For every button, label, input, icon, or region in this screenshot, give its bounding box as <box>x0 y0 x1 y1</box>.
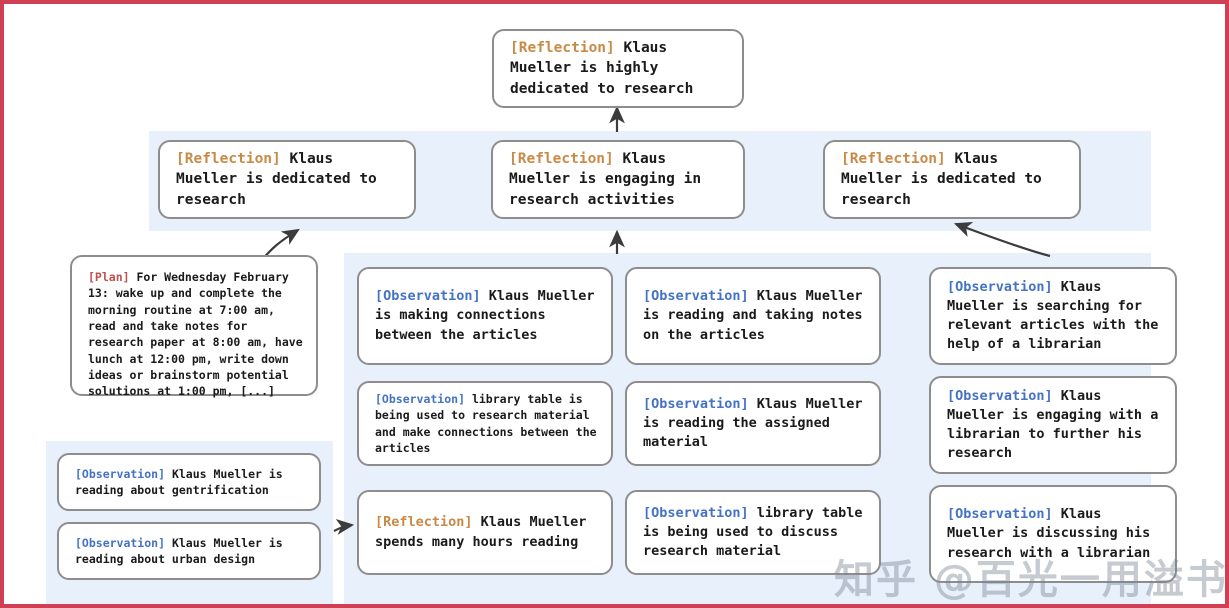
observation-tag: [Observation] <box>75 466 166 481</box>
left-observation-card-1[interactable]: [Observation] Klaus Mueller is reading a… <box>57 453 321 511</box>
column-two-card-3-text: [Observation] library table is being use… <box>643 504 867 561</box>
plan-card[interactable]: [Plan] For Wednesday February 13: wake u… <box>70 255 318 398</box>
column-three-card-2-body: Klaus Mueller is engaging with a librari… <box>947 387 1167 462</box>
column-two-card-2-body: Klaus Mueller is reading the assigned ma… <box>643 395 871 451</box>
reflection-tag: [Reflection] <box>510 39 615 56</box>
left-observation-card-1-body: Klaus Mueller is reading about gentrific… <box>75 466 290 497</box>
column-two-card-1-body: Klaus Mueller is reading and taking note… <box>643 288 871 343</box>
reflection-card-1-body: Klaus Mueller is dedicated to research <box>176 150 386 208</box>
observation-tag: [Observation] <box>947 506 1053 523</box>
observation-tag: [Observation] <box>375 392 466 407</box>
column-two-card-1[interactable]: [Observation] Klaus Mueller is reading a… <box>625 267 881 365</box>
plan-tag: [Plan] <box>88 270 130 284</box>
column-three-card-3-body: Klaus Mueller is discussing his research… <box>947 506 1159 561</box>
column-two-card-1-text: [Observation] Klaus Mueller is reading a… <box>643 287 867 344</box>
reflection-card-1[interactable]: [Reflection] Klaus Mueller is dedicated … <box>158 140 416 219</box>
column-one-card-3-body: Klaus Mueller spends many hours reading <box>375 514 595 550</box>
plan-card-text: [Plan] For Wednesday February 13: wake u… <box>88 269 304 400</box>
column-one-card-2-text: [Observation] library table is being use… <box>375 391 599 455</box>
observation-tag: [Observation] <box>643 395 749 412</box>
column-three-card-1-text: [Observation] Klaus Mueller is searching… <box>947 278 1163 355</box>
observation-tag: [Observation] <box>947 387 1053 404</box>
observation-tag: [Observation] <box>375 288 481 305</box>
column-three-card-1-body: Klaus Mueller is searching for relevant … <box>947 278 1167 353</box>
reflection-card-2-text: [Reflection] Klaus Mueller is engaging i… <box>509 149 731 211</box>
column-one-card-1[interactable]: [Observation] Klaus Mueller is making co… <box>357 267 613 365</box>
column-one-card-2[interactable]: [Observation] library table is being use… <box>357 381 613 466</box>
column-two-card-3[interactable]: [Observation] library table is being use… <box>625 490 881 575</box>
observation-tag: [Observation] <box>75 535 166 550</box>
left-observation-card-2-body: Klaus Mueller is reading about urban des… <box>75 535 290 566</box>
reflection-card-1-text: [Reflection] Klaus Mueller is dedicated … <box>176 149 402 211</box>
reflection-tag: [Reflection] <box>509 150 614 167</box>
column-three-card-2-text: [Observation] Klaus Mueller is engaging … <box>947 387 1163 464</box>
reflection-tag: [Reflection] <box>375 514 473 531</box>
reflection-tag: [Reflection] <box>841 150 946 167</box>
root-reflection-card[interactable]: [Reflection] Klaus Mueller is highly ded… <box>492 29 744 108</box>
column-three-card-1[interactable]: [Observation] Klaus Mueller is searching… <box>929 267 1177 365</box>
column-one-card-3[interactable]: [Reflection] Klaus Mueller spends many h… <box>357 490 613 575</box>
reflection-card-3[interactable]: [Reflection] Klaus Mueller is dedicated … <box>823 140 1081 219</box>
column-one-card-2-body: library table is being used to research … <box>375 392 604 455</box>
reflection-card-2[interactable]: [Reflection] Klaus Mueller is engaging i… <box>491 140 745 219</box>
root-reflection-body: Klaus Mueller is highly dedicated to res… <box>510 39 694 97</box>
left-observation-card-2-text: [Observation] Klaus Mueller is reading a… <box>75 535 307 567</box>
column-one-card-1-text: [Observation] Klaus Mueller is making co… <box>375 287 599 344</box>
observation-tag: [Observation] <box>643 504 749 521</box>
left-observation-card-1-text: [Observation] Klaus Mueller is reading a… <box>75 466 307 498</box>
reflection-card-3-body: Klaus Mueller is dedicated to research <box>841 150 1051 208</box>
reflection-tag: [Reflection] <box>176 150 281 167</box>
column-three-card-3[interactable]: [Observation] Klaus Mueller is discussin… <box>929 485 1177 583</box>
left-observation-card-2[interactable]: [Observation] Klaus Mueller is reading a… <box>57 522 321 580</box>
plan-card-body: For Wednesday February 13: wake up and c… <box>88 270 310 399</box>
column-one-card-1-body: Klaus Mueller is making connections betw… <box>375 288 603 343</box>
column-two-card-2[interactable]: [Observation] Klaus Mueller is reading t… <box>625 381 881 466</box>
column-three-card-3-text: [Observation] Klaus Mueller is discussin… <box>947 505 1163 562</box>
reflection-card-2-body: Klaus Mueller is engaging in research ac… <box>509 150 710 208</box>
observation-tag: [Observation] <box>947 278 1053 295</box>
column-two-card-3-body: library table is being used to discuss r… <box>643 504 871 560</box>
column-one-card-3-text: [Reflection] Klaus Mueller spends many h… <box>375 513 599 551</box>
column-two-card-2-text: [Observation] Klaus Mueller is reading t… <box>643 395 867 452</box>
column-three-card-2[interactable]: [Observation] Klaus Mueller is engaging … <box>929 376 1177 474</box>
reflection-card-3-text: [Reflection] Klaus Mueller is dedicated … <box>841 149 1067 211</box>
root-reflection-text: [Reflection] Klaus Mueller is highly ded… <box>510 38 730 100</box>
observation-tag: [Observation] <box>643 288 749 305</box>
